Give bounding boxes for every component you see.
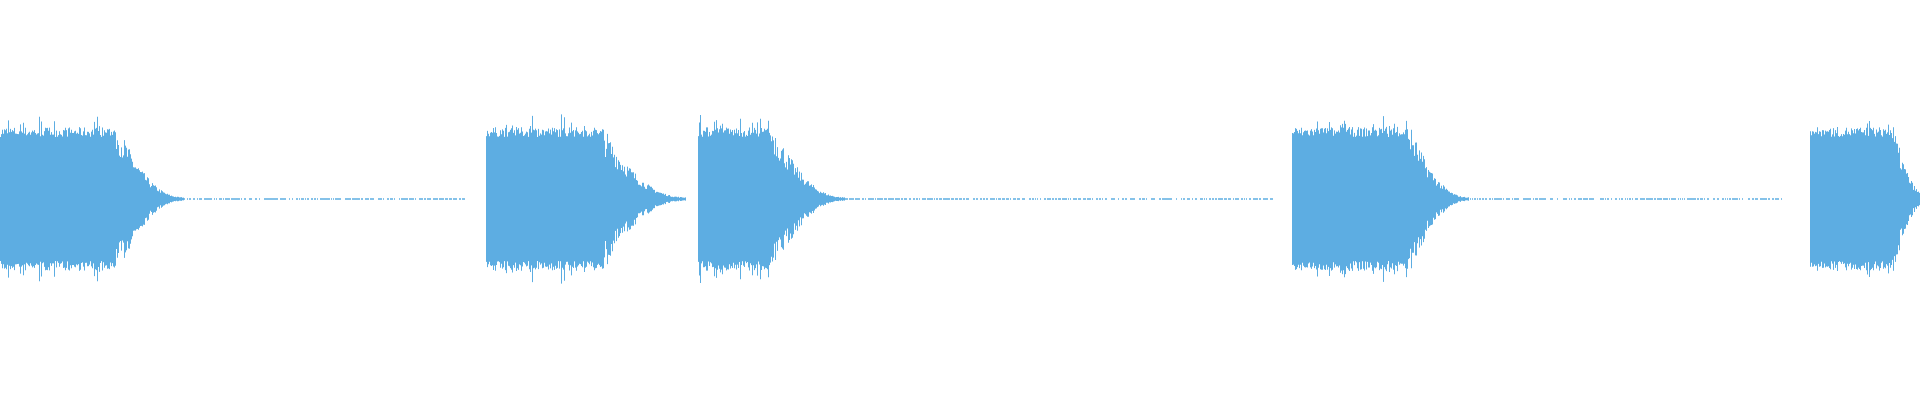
waveform-burst-5 <box>1810 121 1920 277</box>
waveform-burst-4 <box>1292 116 1782 282</box>
waveform-burst-1 <box>0 116 465 282</box>
waveform-burst-2 <box>486 114 686 284</box>
waveform-burst-3 <box>698 115 1273 283</box>
